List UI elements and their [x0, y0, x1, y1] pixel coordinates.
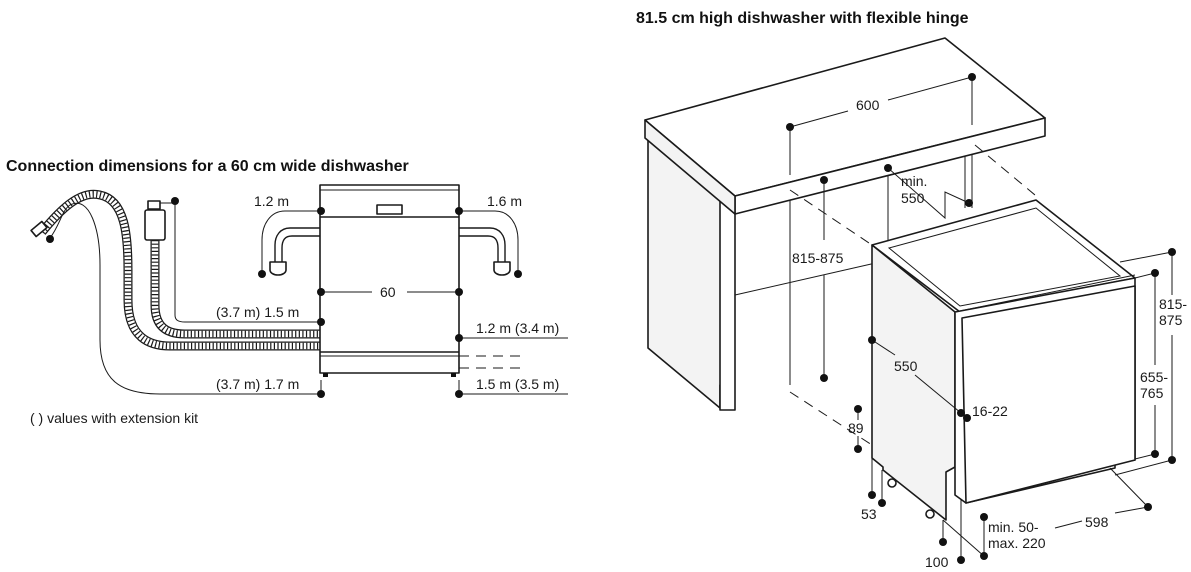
foot-label: 53	[861, 506, 877, 522]
countertop	[644, 37, 1046, 215]
dishwasher-appliance	[871, 199, 1136, 521]
connection-diagram: Connection dimensions for a 60 cm wide d…	[6, 158, 568, 426]
drain-hose	[30, 189, 320, 351]
extension-kit-note: ( ) values with extension kit	[30, 410, 198, 426]
niche-height-label: 815-875	[792, 250, 844, 266]
cable-right-label: 1.6 m	[487, 193, 522, 209]
appliance-width-label: 598	[1085, 514, 1109, 530]
total-height-label-1: 815-	[1159, 296, 1187, 312]
cabinet	[647, 135, 973, 411]
inlet-hose-label: (3.7 m) 1.5 m	[216, 304, 299, 320]
min50-label: min. 50-	[988, 519, 1039, 535]
total-height-label-2: 875	[1159, 312, 1183, 328]
width-label: 60	[380, 284, 396, 300]
right-lower-label: 1.5 m (3.5 m)	[476, 376, 559, 392]
inlet-hose	[144, 200, 320, 339]
depth-label: 550	[894, 358, 918, 374]
door-gap-label: 16-22	[972, 403, 1008, 419]
max220-label-text: max. 220	[988, 535, 1046, 551]
drain-hose-label: (3.7 m) 1.7 m	[216, 376, 299, 392]
installation-title: 81.5 cm high dishwasher with flexible hi…	[636, 10, 969, 27]
dishwasher-front	[319, 184, 460, 377]
installation-diagram: 81.5 cm high dishwasher with flexible hi…	[636, 10, 1187, 570]
right-upper-label: 1.2 m (3.4 m)	[476, 320, 559, 336]
aquastop-valve	[144, 209, 166, 241]
control-panel	[376, 204, 403, 215]
plinth-height-label: 89	[848, 420, 864, 436]
counter-width-label: 600	[856, 97, 880, 113]
cable-left-label: 1.2 m	[254, 193, 289, 209]
door-height-label-1: 655-	[1140, 369, 1168, 385]
min-label: min.	[901, 173, 927, 189]
connection-title: Connection dimensions for a 60 cm wide d…	[6, 158, 409, 175]
min-value-label: 550	[901, 190, 925, 206]
toe-label: 100	[925, 554, 949, 570]
door-height-label-2: 765	[1140, 385, 1164, 401]
